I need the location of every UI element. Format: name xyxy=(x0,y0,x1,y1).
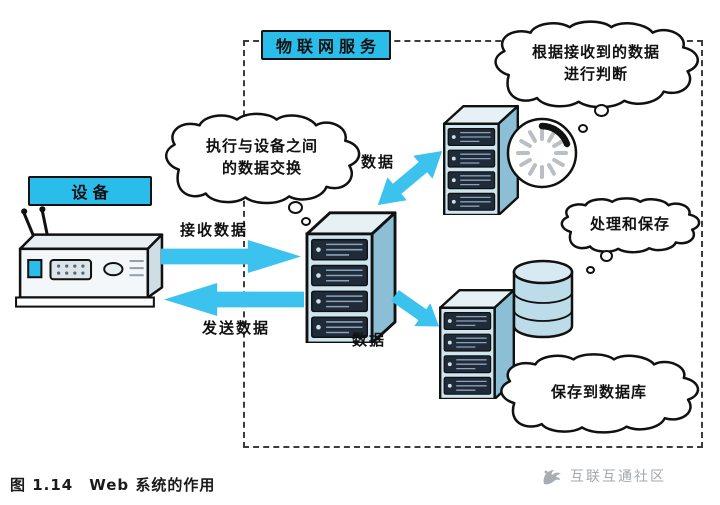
thought-bubble xyxy=(578,124,588,133)
watermark: 互联互通社区 xyxy=(540,464,666,488)
processing-spinner-icon xyxy=(506,117,578,189)
process-thought-cloud xyxy=(560,197,701,254)
send-data-label: 发送数据 xyxy=(202,319,271,337)
receive-data-label: 接收数据 xyxy=(180,221,249,239)
device-label: 设备 xyxy=(28,176,152,206)
iot-service-label-text: 物联网服务 xyxy=(275,37,381,56)
data-upper-label: 数据 xyxy=(361,153,396,171)
iot-service-boundary xyxy=(243,40,703,448)
iot-service-label: 物联网服务 xyxy=(261,30,391,60)
figure-caption: 图 1.14 Web 系统的作用 xyxy=(10,476,216,494)
thought-bubble xyxy=(586,266,595,274)
judge-thought-cloud xyxy=(494,20,700,109)
central-server-icon xyxy=(303,209,399,343)
thought-bubble xyxy=(600,250,613,262)
thought-bubble xyxy=(594,104,609,117)
watermark-logo-icon xyxy=(543,470,561,485)
data-lower-label: 数据 xyxy=(352,331,387,349)
save-thought-cloud xyxy=(500,353,700,434)
thought-bubble xyxy=(301,217,311,226)
database-icon xyxy=(512,259,574,339)
device-icon xyxy=(15,206,164,308)
watermark-text: 互联互通社区 xyxy=(570,469,666,485)
exchange-thought-cloud xyxy=(164,112,361,205)
thought-bubble xyxy=(288,201,303,214)
device-label-text: 设备 xyxy=(71,183,114,202)
